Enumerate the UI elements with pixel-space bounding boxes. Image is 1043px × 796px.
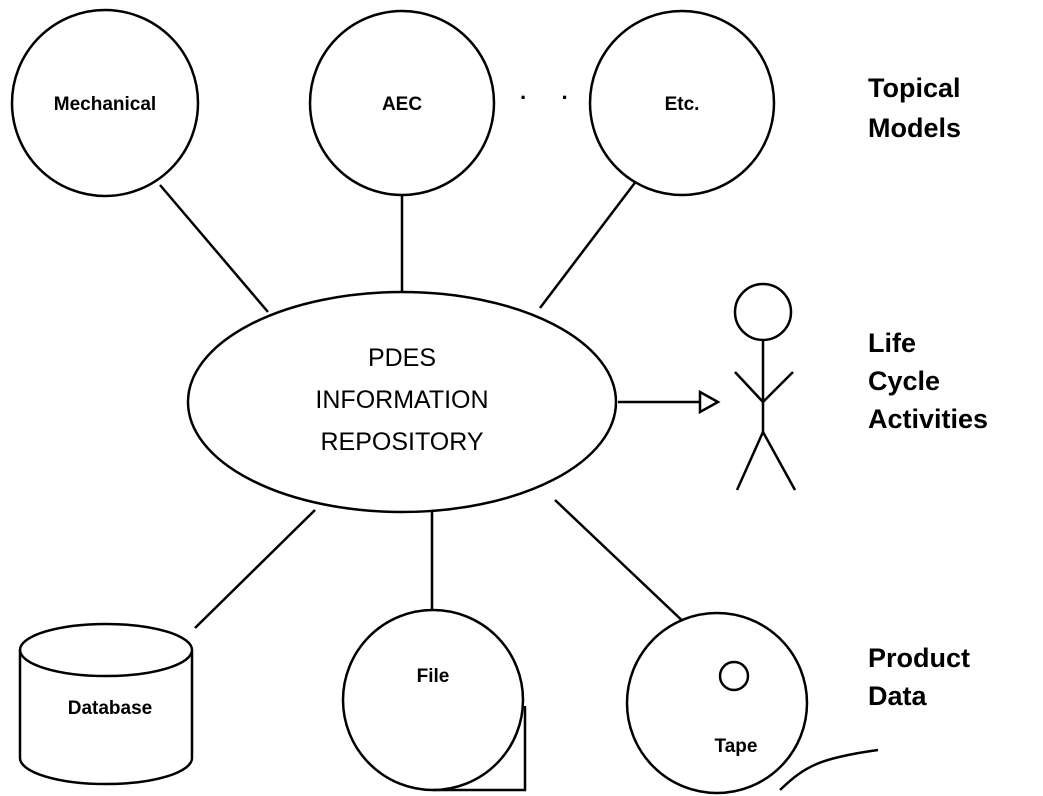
stick-figure-icon <box>733 282 797 491</box>
node-file: File <box>341 608 527 792</box>
database-label: Database <box>68 698 153 719</box>
svg-text:Product: Product <box>868 643 970 673</box>
repository-line-2: INFORMATION <box>315 386 488 414</box>
repository-line-3: REPOSITORY <box>320 428 483 456</box>
connector-tape <box>554 499 691 629</box>
file-label: File <box>417 666 450 687</box>
file-corner <box>433 706 527 792</box>
node-aec: AEC <box>308 9 496 197</box>
node-tape: Tape <box>625 611 879 795</box>
svg-text:Models: Models <box>868 113 961 143</box>
side-label-life-cycle-activities: Life Cycle Activities <box>868 328 988 434</box>
side-label-product-data: Product Data <box>868 643 970 711</box>
etc-label: Etc. <box>665 94 700 115</box>
svg-text:Life: Life <box>868 328 916 358</box>
node-mechanical: Mechanical <box>10 8 200 198</box>
node-etc: Etc. <box>588 9 776 197</box>
connector-database <box>194 509 316 629</box>
svg-text:Data: Data <box>868 681 928 711</box>
tape-label: Tape <box>715 736 758 757</box>
svg-text:Activities: Activities <box>868 404 988 434</box>
arrow-to-life-cycle <box>618 389 721 415</box>
repository-line-1: PDES <box>368 344 436 372</box>
tape-tail <box>779 748 879 791</box>
mechanical-label: Mechanical <box>54 94 156 115</box>
side-label-topical-models: Topical Models <box>868 73 961 143</box>
svg-text:Topical: Topical <box>868 73 961 103</box>
tape-hub-icon <box>718 660 750 692</box>
svg-text:Cycle: Cycle <box>868 366 940 396</box>
node-database: Database <box>18 622 194 786</box>
connector-mechanical <box>159 184 269 313</box>
connector-etc <box>539 175 641 309</box>
node-pdes-repository: PDES INFORMATION REPOSITORY <box>186 290 618 514</box>
aec-label: AEC <box>382 94 422 115</box>
